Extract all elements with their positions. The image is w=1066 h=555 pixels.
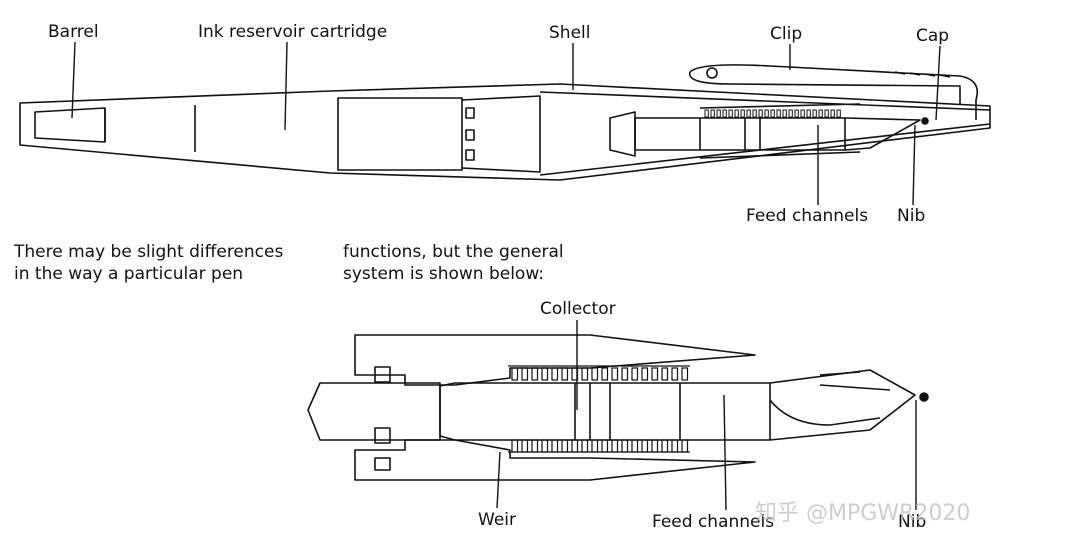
comb-tooth — [601, 439, 609, 453]
comb-tooth — [571, 439, 579, 453]
comb-tooth — [591, 439, 599, 453]
comb-tooth — [716, 109, 721, 118]
comb-tooth — [561, 367, 569, 381]
comb-tooth — [704, 109, 709, 118]
comb-tooth — [710, 109, 715, 118]
comb-tooth — [531, 367, 539, 381]
comb-tooth — [641, 439, 649, 453]
label-nib-bottom: Nib — [898, 512, 927, 532]
watermark: 知乎 @MPGWR2020 — [755, 501, 971, 526]
comb-tooth — [671, 439, 679, 453]
text-left: There may be slight differences in the w… — [14, 241, 283, 285]
comb-tooth — [734, 109, 739, 118]
text-left-line1: There may be slight differences — [14, 242, 284, 262]
comb-tooth — [631, 367, 639, 381]
comb-tooth — [746, 109, 751, 118]
comb-tooth — [551, 439, 559, 453]
feed-section-top — [609, 103, 929, 159]
label-barrel: Barrel — [48, 22, 99, 42]
weir-comb — [508, 365, 690, 453]
comb-tooth — [511, 367, 519, 381]
comb-tooth — [591, 367, 599, 381]
pen-body-outline — [19, 83, 991, 181]
comb-tooth — [722, 109, 727, 118]
text-right-line2: system is shown below: — [343, 264, 545, 284]
label-shell: Shell — [549, 23, 591, 43]
label-weir: Weir — [478, 510, 516, 530]
comb-tooth — [651, 367, 659, 381]
comb-tooth — [681, 367, 689, 381]
comb-tooth — [641, 367, 649, 381]
comb-tooth — [836, 109, 841, 118]
comb-tooth — [621, 367, 629, 381]
label-nib-top: Nib — [897, 206, 926, 226]
comb-teeth-lower — [511, 439, 689, 453]
comb-tooth — [782, 109, 787, 118]
comb-tooth — [788, 109, 793, 118]
comb-tooth — [541, 439, 549, 453]
comb-tooth — [581, 367, 589, 381]
comb-tooth — [601, 367, 609, 381]
label-clip: Clip — [770, 24, 803, 44]
comb-teeth-upper — [511, 367, 689, 381]
leader-lines-top — [71, 41, 941, 206]
leader-lines-bottom — [496, 320, 917, 511]
comb-tooth — [531, 439, 539, 453]
comb-tooth — [561, 439, 569, 453]
comb-tooth — [581, 439, 589, 453]
comb-tooth — [752, 109, 757, 118]
label-feed-channels-bottom: Feed channels — [652, 512, 775, 532]
comb-tooth — [611, 439, 619, 453]
comb-tooth — [621, 439, 629, 453]
comb-tooth — [728, 109, 733, 118]
comb-tooth — [806, 109, 811, 118]
comb-tooth — [776, 109, 781, 118]
comb-tooth — [818, 109, 823, 118]
clip-shape — [688, 64, 979, 120]
cap-ridge — [894, 71, 951, 78]
comb-tooth — [611, 367, 619, 381]
comb-tooth — [812, 109, 817, 118]
comb-tooth — [830, 109, 835, 118]
comb-tooth — [511, 439, 519, 453]
comb-tooth — [764, 109, 769, 118]
comb-tooth — [681, 439, 689, 453]
comb-tooth — [671, 367, 679, 381]
label-collector: Collector — [540, 299, 616, 319]
comb-tooth — [521, 367, 529, 381]
comb-tooth — [824, 109, 829, 118]
comb-tooth — [740, 109, 745, 118]
comb-tooth — [551, 367, 559, 381]
label-cap: Cap — [916, 26, 950, 46]
comb-tooth — [661, 439, 669, 453]
comb-tooth — [770, 109, 775, 118]
label-feed-channels-top: Feed channels — [746, 206, 869, 226]
comb-teeth-top-pen — [704, 109, 841, 118]
comb-tooth — [631, 439, 639, 453]
comb-tooth — [758, 109, 763, 118]
comb-tooth — [651, 439, 659, 453]
comb-tooth — [661, 367, 669, 381]
comb-tooth — [571, 367, 579, 381]
comb-tooth — [794, 109, 799, 118]
feed-enlarged-outline — [307, 334, 929, 481]
text-right: functions, but the general system is sho… — [343, 241, 564, 285]
label-ink-reservoir: Ink reservoir cartridge — [198, 22, 388, 42]
comb-tooth — [521, 439, 529, 453]
comb-tooth — [541, 367, 549, 381]
text-left-line2: in the way a particular pen — [14, 264, 244, 284]
comb-tooth — [800, 109, 805, 118]
text-right-line1: functions, but the general — [343, 242, 564, 262]
